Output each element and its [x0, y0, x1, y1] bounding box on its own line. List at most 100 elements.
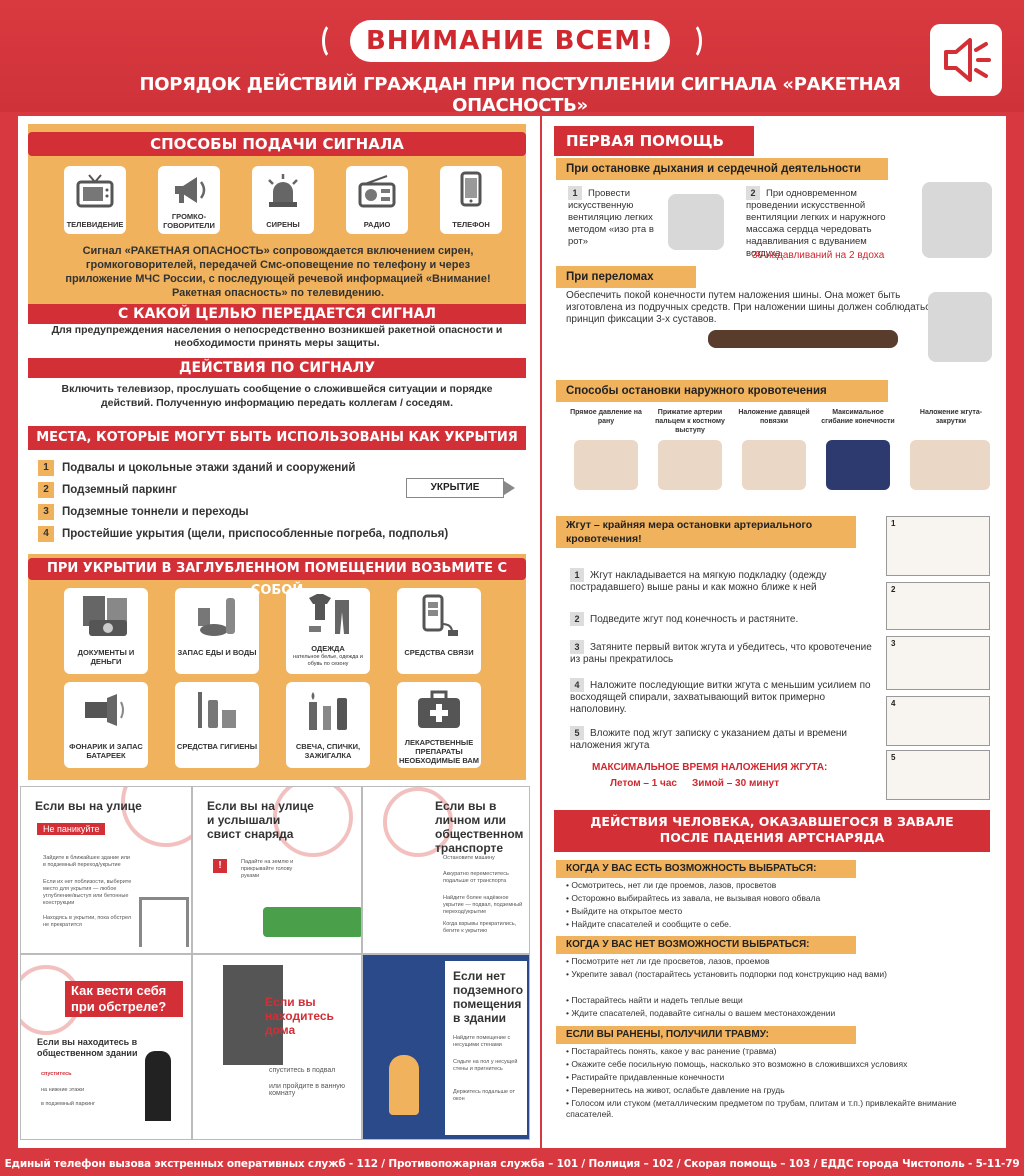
method-label: СИРЕНЫ	[266, 220, 300, 229]
footer-phones: Единый телефон вызова экстренных операти…	[4, 1158, 1020, 1170]
phone-icon	[460, 171, 482, 207]
comic-subtitle: Если вы находитесь в общественном здании	[37, 1037, 138, 1058]
shelter-item: 2 Подземный паркинг	[38, 482, 177, 498]
can-item: • Осмотритесь, нет ли где проемов, лазов…	[566, 880, 777, 890]
thumb-number: 4	[891, 699, 896, 708]
comic-nobasement: Если нет подземного помещения в здании Н…	[362, 954, 530, 1140]
door-illustration	[223, 965, 283, 1065]
shelter-text: Подземный паркинг	[62, 484, 177, 497]
bleeding-heading: Способы остановки наружного кровотечения	[556, 380, 888, 402]
bleeding-illustration-2	[658, 440, 722, 490]
cpr-illustration-1	[668, 194, 724, 250]
bleeding-illustration-4	[826, 440, 890, 490]
take-comms: СРЕДСТВА СВЯЗИ	[397, 588, 481, 674]
can-text: Выйдите на открытое место	[571, 906, 683, 916]
take-label: СРЕДСТВА ГИГИЕНЫ	[176, 742, 258, 751]
bleeding-illustration-3	[742, 440, 806, 490]
step-text: Затяните первый виток жгута и убедитесь,…	[570, 642, 872, 665]
thumb-number: 5	[891, 753, 896, 762]
shelter-number: 4	[38, 526, 54, 542]
injured-item: • Постарайтесь понять, какое у вас ранен…	[566, 1046, 777, 1056]
comic-transport: Если вы в личном или общественном трансп…	[362, 786, 530, 954]
tourniquet-winter: Зимой – 30 минут	[692, 778, 780, 789]
can-text: Осмотритесь, нет ли где проемов, лазов, …	[571, 880, 777, 890]
cannot-item: • Посмотрите нет ли где просветов, лазов…	[566, 956, 770, 966]
bus-stop-illustration	[139, 897, 189, 947]
can-item: • Найдите спасателей и сообщите о себе.	[566, 919, 732, 929]
take-clothes: ОДЕЖДА нательное белье, одежда и обувь п…	[286, 588, 370, 674]
tourniquet-maxtime: МАКСИМАЛЬНОЕ ВРЕМЯ НАЛОЖЕНИЯ ЖГУТА:	[592, 762, 828, 773]
take-label: ДОКУМЕНТЫ И ДЕНЬГИ	[77, 648, 135, 666]
can-heading: КОГДА У ВАС ЕСТЬ ВОЗМОЖНОСТЬ ВЫБРАТЬСЯ:	[556, 860, 856, 878]
method-siren: СИРЕНЫ	[252, 166, 314, 234]
take-hygiene: СРЕДСТВА ГИГИЕНЫ	[175, 682, 259, 768]
tourniquet-thumb: 4	[886, 696, 990, 746]
tourniquet-thumb: 1	[886, 516, 990, 576]
firstaid-bar: ПЕРВАЯ ПОМОЩЬ	[554, 126, 754, 156]
injured-text: Окажите себе посильную помощь, насколько…	[571, 1059, 908, 1069]
take-heading: ПРИ УКРЫТИИ В ЗАГЛУБЛЕННОМ ПОМЕЩЕНИИ ВОЗ…	[28, 558, 526, 598]
step-number: 2	[746, 186, 760, 200]
method-label: ГРОМКО-ГОВОРИТЕЛИ	[163, 212, 215, 230]
breath-ratio: 30 надавливаний на 2 вдоха	[752, 250, 885, 261]
shelter-text: Подвалы и цокольные этажи зданий и соору…	[62, 462, 356, 475]
comic-home: Если вы находитесь дома спуститесь в под…	[192, 954, 362, 1140]
bleeding-method: Наложение жгута-закрутки	[919, 409, 983, 425]
signal-block: СПОСОБЫ ПОДАЧИ СИГНАЛА ТЕЛЕВИДЕНИЕ ГРОМК…	[28, 124, 526, 304]
comic-tag: Не паникуйте	[37, 823, 106, 835]
comic-shelling: Как вести себя при обстреле? Если вы нах…	[20, 954, 192, 1140]
shelter-number: 1	[38, 460, 54, 476]
shelter-sign: УКРЫТИЕ	[406, 478, 515, 498]
method-phone: ТЕЛЕФОН	[440, 166, 502, 234]
step-text: Наложите последующие витки жгута с меньш…	[570, 680, 871, 715]
injured-item: • Перевернитесь на живот, ослабьте давле…	[566, 1085, 785, 1095]
candle-icon	[309, 692, 347, 730]
step-number: 5	[570, 726, 584, 740]
comic-bullet: Найдите помещение с несущими стенами	[453, 1035, 511, 1048]
comic-bullet: Аккуратно переместитесь подальше от тран…	[443, 871, 509, 884]
comic-street: Если вы на улице Не паникуйте Зайдите в …	[20, 786, 192, 954]
step-text: Жгут накладывается на мягкую подкладку (…	[570, 570, 827, 593]
method-megaphone: ГРОМКО-ГОВОРИТЕЛИ	[158, 166, 220, 234]
cannot-text: Посмотрите нет ли где просветов, лазов, …	[571, 956, 770, 966]
step-text: Провести искусственную вентиляцию легких…	[568, 188, 654, 247]
cannot-text: Укрепите завал (постарайтесь установить …	[571, 969, 887, 979]
title-pill: ВНИМАНИЕ ВСЕМ!	[350, 20, 670, 62]
target-decor	[273, 787, 353, 857]
comic-tag: спуститесь	[41, 1071, 72, 1077]
shelter-number: 2	[38, 482, 54, 498]
take-block: ПРИ УКРЫТИИ В ЗАГЛУБЛЕННОМ ПОМЕЩЕНИИ ВОЗ…	[28, 554, 526, 780]
cannot-item: • Постарайтесь найти и надеть теплые вещ…	[566, 995, 743, 1005]
page-subtitle: ПОРЯДОК ДЕЙСТВИЙ ГРАЖДАН ПРИ ПОСТУПЛЕНИИ…	[139, 74, 901, 116]
fracture-text: Обеспечить покой конечности путем наложе…	[566, 290, 936, 325]
can-item: • Осторожно выбирайтесь из завала, не вы…	[566, 893, 821, 903]
hygiene-icon	[198, 692, 236, 728]
take-food: ЗАПАС ЕДЫ И ВОДЫ	[175, 588, 259, 674]
speaker-icon	[944, 38, 991, 82]
text-panel	[445, 961, 527, 1135]
take-label: ЗАПАС ЕДЫ И ВОДЫ	[177, 648, 257, 657]
injured-item: • Растирайте придавленные конечности	[566, 1072, 725, 1082]
title-wave-right	[680, 22, 702, 60]
step-number: 4	[570, 678, 584, 692]
column-divider	[540, 116, 542, 1148]
first-aid-icon	[418, 690, 460, 728]
injured-text: Растирайте придавленные конечности	[571, 1072, 725, 1082]
comic-bullet: Зайдите в ближайшее здание или в подземн…	[43, 855, 131, 868]
method-label: ТЕЛЕФОН	[452, 220, 490, 229]
comic-title: Если вы в личном или общественном трансп…	[435, 799, 524, 855]
method-tv: ТЕЛЕВИДЕНИЕ	[64, 166, 126, 234]
flashlight-icon	[85, 694, 124, 726]
comic-title: Как вести себя при обстреле?	[65, 981, 183, 1017]
bleeding-method: Наложение давящей повязки	[738, 409, 810, 425]
method-radio: РАДИО	[346, 166, 408, 234]
bus-illustration	[263, 907, 361, 937]
injured-item: • Голосом или стуком (металлическим пред…	[566, 1098, 957, 1119]
thumb-number: 2	[891, 585, 896, 594]
injured-text: Постарайтесь понять, какое у вас ранение…	[571, 1046, 777, 1056]
take-label: ЛЕКАРСТВЕННЫЕ ПРЕПАРАТЫ НЕОБХОДИМЫЕ ВАМ	[398, 738, 480, 765]
